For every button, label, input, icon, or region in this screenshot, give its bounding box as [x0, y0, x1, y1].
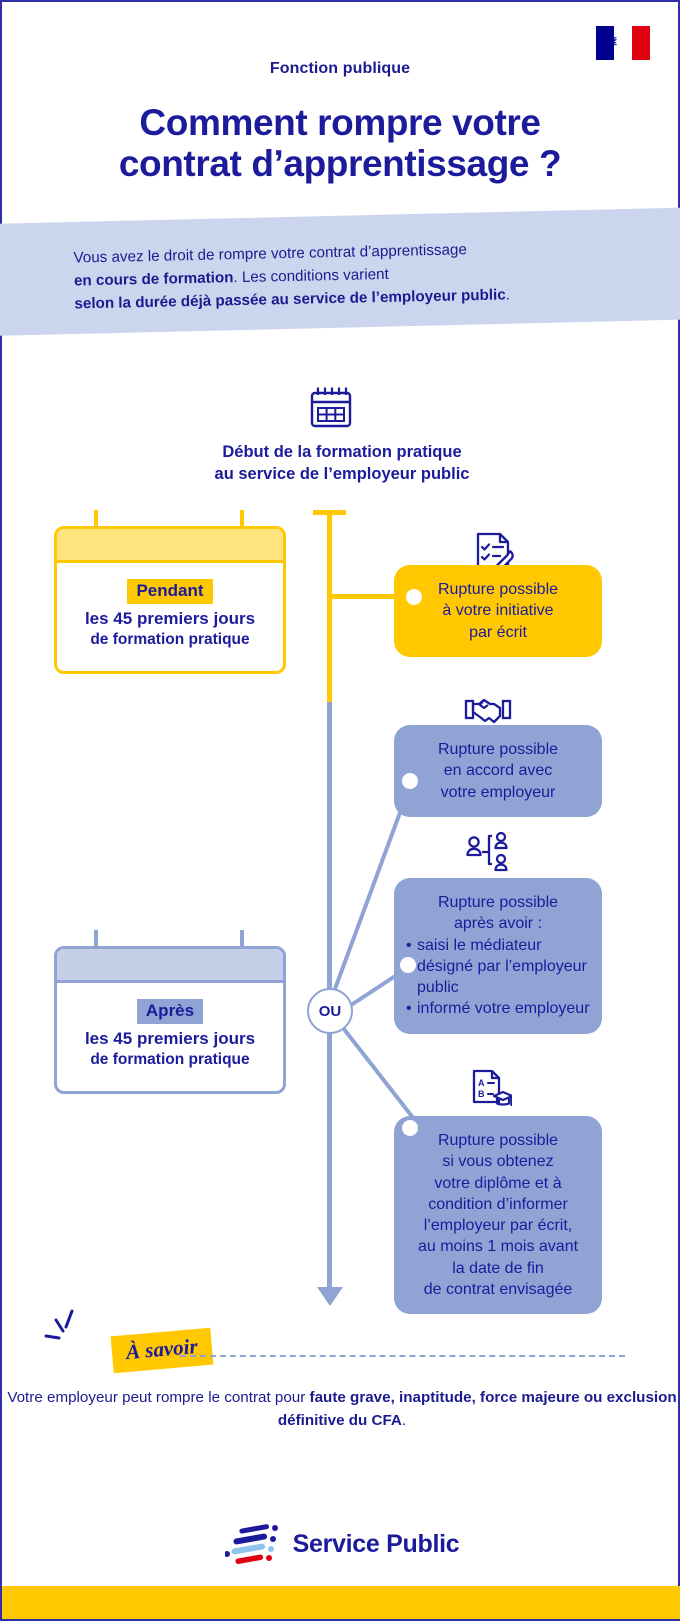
timeline-branch-yellow — [327, 594, 414, 599]
option-bullet: informé votre employeur — [406, 998, 590, 1020]
option-line: votre diplôme et à — [434, 1174, 562, 1192]
option-bubble-accord: Rupture possible en accord avec votre em… — [394, 725, 602, 817]
eyebrow-label: Fonction publique — [269, 60, 411, 77]
a-savoir-divider — [180, 1355, 625, 1357]
connector-dot — [402, 773, 418, 789]
diploma-icon: A B — [472, 1069, 512, 1106]
option-bullet: saisi le médiateur désigné par l’employe… — [406, 935, 590, 999]
flag-blue-stripe — [596, 26, 614, 60]
option-line: en accord avec — [443, 762, 553, 780]
option-line: au moins 1 mois avant — [417, 1238, 579, 1256]
timeline-title-line1: Début de la formation pratique — [222, 443, 462, 461]
calendar-icon — [310, 387, 352, 428]
intro-line-2-bold: en cours de formation — [73, 269, 234, 290]
a-savoir-text-part2: . — [401, 1411, 407, 1429]
svg-text:A: A — [478, 1078, 485, 1088]
footer-bar — [2, 1586, 680, 1619]
period-line-1: les 45 premiers jours — [84, 1029, 256, 1048]
option-bullet-list: saisi le médiateur désigné par l’employe… — [406, 935, 590, 1020]
period-card-body: Pendant les 45 premiers jours de formati… — [54, 526, 286, 675]
connector-dot — [402, 1120, 418, 1136]
option-line: Rupture possible — [437, 894, 559, 911]
period-tag-pendant: Pendant — [127, 579, 213, 604]
intro-line-2-rest: . Les conditions varient — [233, 265, 389, 287]
connector-dot — [406, 589, 422, 605]
sparkle-icon — [44, 1309, 74, 1340]
option-line: de contrat envisagée — [423, 1280, 573, 1298]
connector-dot — [400, 957, 416, 973]
flag-red-stripe — [632, 26, 650, 60]
footer-logo: Service Public — [2, 1522, 680, 1566]
option-bubble-diplome: Rupture possible si vous obtenez votre d… — [394, 1116, 602, 1315]
a-savoir-text: Votre employeur peut rompre le contrat p… — [2, 1387, 680, 1433]
option-line: Rupture possible — [437, 1132, 559, 1149]
a-savoir-text-bold: faute grave, inaptitude, force majeure o… — [277, 1389, 677, 1429]
a-savoir-text-part1: Votre employeur peut rompre le contrat p… — [7, 1389, 310, 1406]
branch-node-ou: OU — [307, 988, 353, 1034]
footer-logo-text: Service Public — [292, 1529, 460, 1558]
option-line: condition d’informer — [428, 1195, 568, 1213]
mediator-people-icon — [466, 831, 508, 872]
option-line: après avoir : — [453, 915, 543, 933]
timeline-spine-yellow — [327, 510, 332, 810]
svg-text:B: B — [478, 1089, 485, 1099]
period-card-header — [57, 949, 283, 983]
period-card-content: Après les 45 premiers jours de formation… — [57, 983, 283, 1091]
timeline-title-line2: au service de l’employeur public — [214, 464, 470, 483]
period-card-content: Pendant les 45 premiers jours de formati… — [57, 563, 283, 671]
timeline-arrow-icon — [317, 1287, 343, 1306]
a-savoir-badge: À savoir — [110, 1327, 214, 1374]
marianne-silhouette-icon — [608, 32, 624, 48]
french-republic-flag-icon — [596, 26, 650, 60]
option-line: si vous obtenez — [442, 1153, 554, 1171]
service-public-logo-icon — [224, 1524, 278, 1564]
option-line: Rupture possible — [437, 581, 559, 598]
period-card-body: Après les 45 premiers jours de formation… — [54, 946, 286, 1095]
flag-white-stripe — [608, 26, 632, 60]
period-card-header — [57, 529, 283, 563]
period-tag-apres: Après — [136, 999, 204, 1024]
page-title-line1: Comment rompre votre — [139, 102, 541, 143]
option-line: à votre initiative — [442, 602, 554, 620]
intro-line-3-rest: . — [505, 286, 511, 304]
timeline-title: Début de la formation pratique au servic… — [2, 442, 680, 486]
option-bubble-initiative: Rupture possible à votre initiative par … — [394, 565, 602, 657]
page-title: Comment rompre votre contrat d’apprentis… — [2, 102, 678, 185]
option-line: l’employeur par écrit, — [423, 1217, 573, 1235]
period-line-2: de formation pratique — [90, 631, 250, 649]
option-line: par écrit — [469, 623, 527, 641]
option-bubble-mediateur: Rupture possible après avoir : saisi le … — [394, 878, 602, 1034]
handshake-icon — [464, 698, 512, 724]
period-line-1: les 45 premiers jours — [84, 609, 256, 628]
intro-text: Vous avez le droit de rompre votre contr… — [1, 234, 680, 318]
option-line: Rupture possible — [437, 741, 559, 758]
period-line-2: de formation pratique — [90, 1051, 250, 1069]
option-line: la date de fin — [452, 1259, 544, 1277]
page-title-line2: contrat d’apprentissage ? — [118, 143, 562, 185]
option-line: votre employeur — [440, 783, 556, 801]
